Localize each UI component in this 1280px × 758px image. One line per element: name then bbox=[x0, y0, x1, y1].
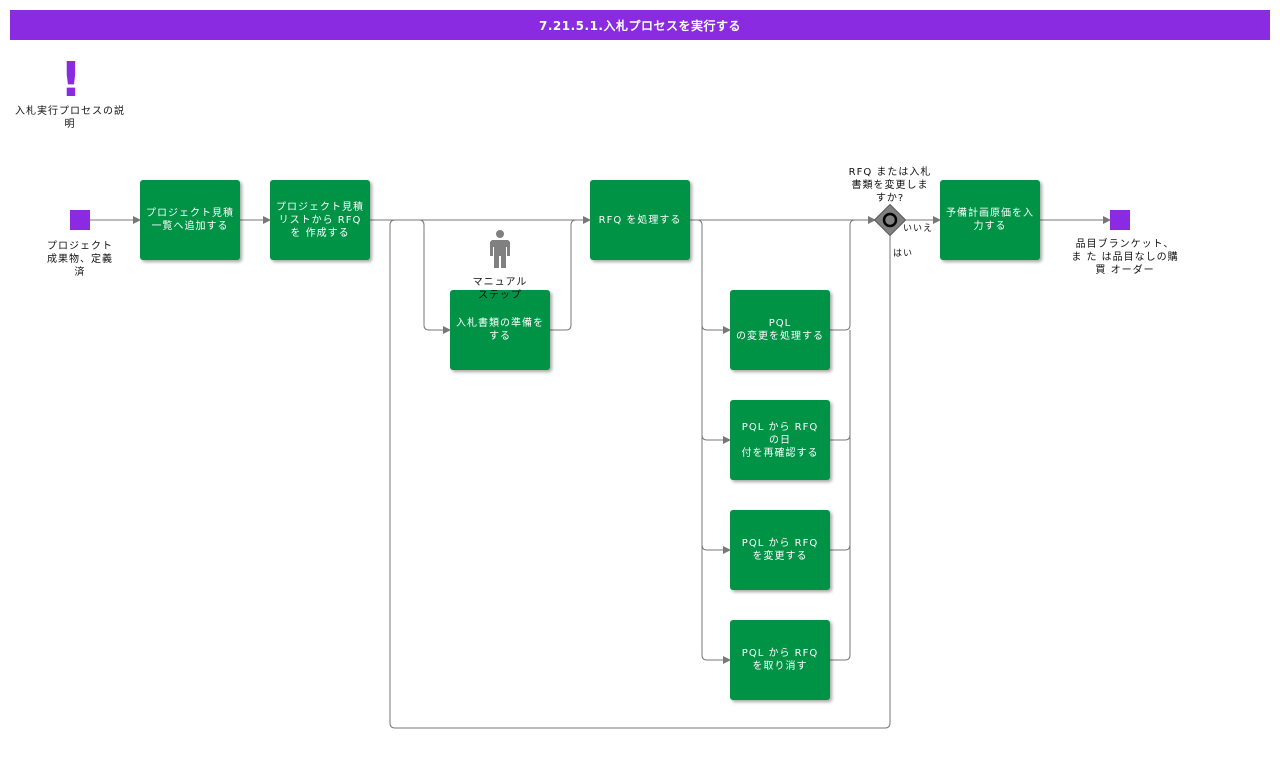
connector-to-prepare-docs bbox=[418, 219, 451, 334]
connector-pql-change-return bbox=[830, 219, 856, 331]
start-event[interactable] bbox=[70, 210, 90, 230]
gateway-question: RFQ または入札 書類を変更しま すか? bbox=[848, 167, 932, 204]
page-title: 7.21.5.1.入札プロセスを実行する bbox=[10, 10, 1270, 40]
manual-step-label: マニュアル ステップ bbox=[472, 277, 528, 301]
task-process-pql-change[interactable]: PQL の変更を処理する bbox=[730, 290, 830, 370]
gateway-diamond bbox=[873, 203, 907, 237]
description-label: 入札実行プロセスの説 明 bbox=[15, 106, 125, 130]
task-cancel-rfq[interactable]: PQL から RFQ を取り消す bbox=[730, 620, 830, 700]
task-enter-budget-cost[interactable]: 予備計画原価を入 力する bbox=[940, 180, 1040, 260]
task-process-rfq[interactable]: RFQ を処理する bbox=[590, 180, 690, 260]
connector-change-return bbox=[830, 544, 851, 551]
connector-reconfirm-return bbox=[830, 434, 851, 441]
gateway-no-label: いいえ bbox=[902, 224, 933, 234]
connector-to-change-rfq bbox=[701, 544, 731, 554]
task-add-to-list[interactable]: プロジェクト見積 一覧へ追加する bbox=[140, 180, 240, 260]
connector-cancel-return bbox=[830, 330, 851, 661]
connector-to-cancel-rfq bbox=[696, 219, 731, 664]
end-event[interactable] bbox=[1110, 210, 1130, 230]
exclamation-icon[interactable]: ! bbox=[60, 52, 82, 108]
connector-yes-loop bbox=[389, 219, 891, 729]
connector-to-pql-change bbox=[701, 324, 731, 334]
gateway-yes-label: はい bbox=[892, 249, 913, 259]
connector-to-reconfirm bbox=[701, 434, 731, 444]
task-create-rfq[interactable]: プロジェクト見積 リストから RFQ を 作成する bbox=[270, 180, 370, 260]
task-change-rfq[interactable]: PQL から RFQ を変更する bbox=[730, 510, 830, 590]
person-icon bbox=[490, 230, 510, 268]
start-event-label: プロジェクト 成果物、定義 済 bbox=[47, 241, 113, 278]
task-prepare-docs[interactable]: 入札書類の準備を する bbox=[450, 290, 550, 370]
connector-prepare-docs-return bbox=[550, 219, 577, 331]
end-event-label: 品目ブランケット、 ま た は品目なしの購 買 オーダー bbox=[1071, 239, 1179, 276]
task-reconfirm-rfq-date[interactable]: PQL から RFQ の日 付を再確認する bbox=[730, 400, 830, 480]
